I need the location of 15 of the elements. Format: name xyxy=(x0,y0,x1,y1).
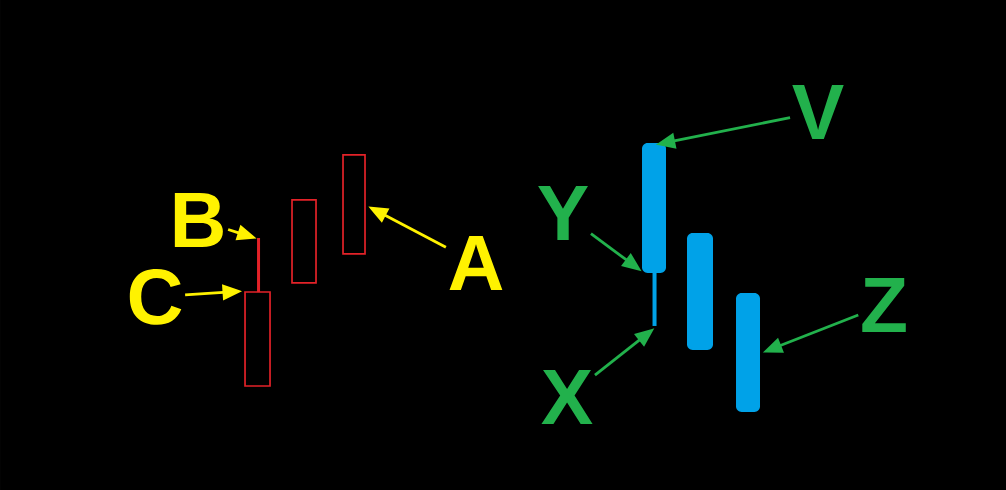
letter-label: V xyxy=(792,84,844,140)
candle-body xyxy=(291,199,317,284)
candle-body xyxy=(642,143,666,273)
letter-label: C xyxy=(129,269,182,325)
candle-body xyxy=(342,154,366,255)
letter-label: X xyxy=(541,369,593,425)
letter-label: Z xyxy=(862,277,906,333)
letter-label: Y xyxy=(538,185,588,241)
candle-body xyxy=(736,292,760,412)
candle-body xyxy=(244,291,271,387)
candle-wick xyxy=(652,272,657,326)
candle-wick xyxy=(257,238,261,292)
candle-body xyxy=(687,232,713,350)
letter-label: B xyxy=(174,192,223,248)
letter-label: A xyxy=(449,235,503,291)
